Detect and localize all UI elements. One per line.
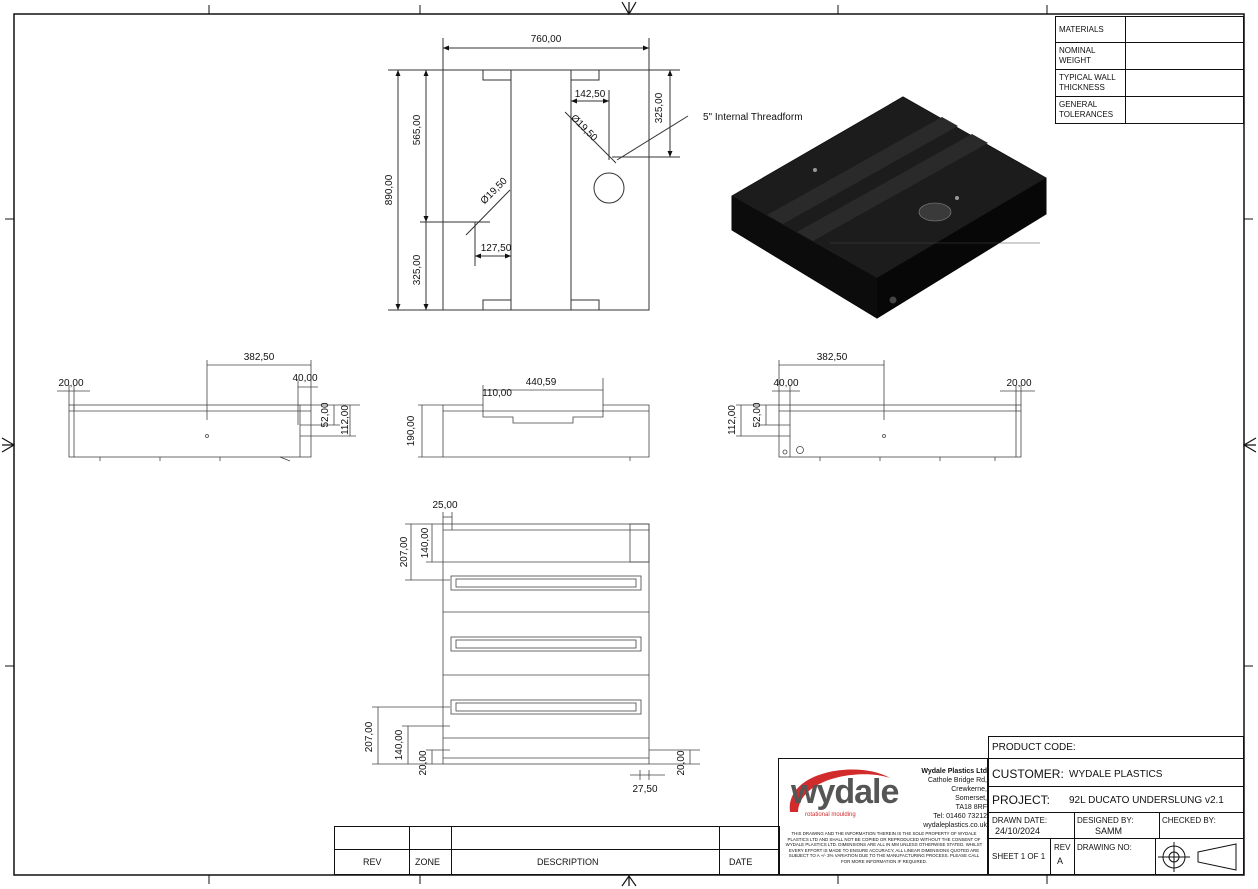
customer-label: CUSTOMER: (992, 767, 1064, 781)
designed-by-value: SAMM (1095, 826, 1122, 836)
revision-table: REV ZONE DESCRIPTION DATE (334, 826, 780, 875)
company-logo: wydale (791, 773, 899, 811)
description-column-header: DESCRIPTION (537, 857, 599, 867)
side-view-right (736, 360, 1035, 461)
bottom-view (372, 512, 700, 780)
address-line-3: Somerset, (955, 795, 987, 802)
side-left-dim-40: 40,00 (292, 373, 317, 384)
side-right-dim-382: 382,50 (817, 352, 848, 363)
checked-by-label: CHECKED BY: (1162, 816, 1216, 825)
side-left-dim-52: 52,00 (320, 402, 331, 427)
front-view (388, 38, 689, 311)
end-dim-110: 110,00 (482, 388, 512, 399)
address-line-2: Crewkerne, (951, 786, 987, 793)
dim-565: 565,00 (412, 114, 423, 145)
date-column-header: DATE (729, 857, 753, 867)
bottom-dim-140-bottom: 140,00 (394, 729, 405, 760)
bottom-dim-140-top: 140,00 (420, 527, 431, 558)
isometric-view (731, 96, 1047, 319)
spec-row-wall: TYPICAL WALL THICKNESS (1055, 69, 1126, 97)
side-left-dim-20: 20,00 (58, 378, 83, 389)
bottom-dim-27: 27,50 (632, 784, 657, 795)
bottom-dim-207-bottom: 207,00 (364, 721, 375, 752)
bottom-dim-207-top: 207,00 (399, 536, 410, 567)
wydale-logo-swoosh (789, 769, 890, 812)
spec-value-materials (1125, 16, 1244, 43)
spec-table: MATERIALS NOMINAL WEIGHT TYPICAL WALL TH… (1055, 16, 1244, 124)
dim-142: 142,50 (575, 89, 606, 100)
front-view-arrows (395, 45, 673, 310)
spec-value-weight (1125, 42, 1244, 70)
side-left-dim-112: 112,00 (340, 405, 351, 435)
disclaimer: THIS DRAWING AND THE INFORMATION THEREIN… (785, 831, 983, 864)
side-right-dim-52: 52,00 (752, 402, 763, 427)
projection-symbol-icon (1158, 842, 1237, 872)
rev-value: A (1057, 856, 1064, 866)
company-name: Wydale Plastics Ltd (921, 768, 987, 775)
side-right-dim-20: 20,00 (1006, 378, 1031, 389)
dim-325-left: 325,00 (412, 254, 423, 285)
bottom-dim-25: 25,00 (432, 500, 457, 511)
drawing-no-label: DRAWING NO: (1077, 843, 1132, 852)
side-view-left (57, 360, 360, 462)
customer-value: WYDALE PLASTICS (1069, 769, 1163, 780)
drawn-date-label: DRAWN DATE: (992, 816, 1048, 825)
rev-label: REV (1054, 843, 1071, 852)
company-block: wydale rotational moulding Wydale Plasti… (778, 758, 988, 875)
postcode: TA18 8RF (955, 804, 987, 811)
end-dim-190: 190,00 (406, 415, 417, 446)
company-logo-tagline: rotational moulding (805, 812, 856, 818)
spec-value-tolerances (1125, 96, 1244, 124)
end-view (418, 378, 650, 461)
rev-column-header: REV (363, 857, 382, 867)
address-line-1: Cathole Bridge Rd, (927, 777, 987, 784)
dim-760: 760,00 (531, 34, 562, 45)
sheet-number: SHEET 1 OF 1 (992, 852, 1046, 861)
spec-row-weight: NOMINAL WEIGHT (1055, 42, 1126, 70)
drawn-date-value: 24/10/2024 (995, 826, 1041, 836)
bottom-dim-20-left: 20,00 (418, 750, 429, 775)
designed-by-label: DESIGNED BY: (1077, 816, 1134, 825)
zone-column-header: ZONE (415, 857, 441, 867)
dim-dia-2: Ø19,50 (479, 175, 510, 206)
dim-127: 127,50 (481, 243, 512, 254)
thread-note: 5" Internal Threadform (703, 112, 803, 123)
project-value: 92L DUCATO UNDERSLUNG v2.1 (1069, 795, 1224, 806)
dim-890: 890,00 (384, 174, 395, 205)
spec-row-materials: MATERIALS (1055, 16, 1126, 43)
end-dim-440: 440,59 (526, 377, 557, 388)
side-right-dim-112: 112,00 (727, 405, 738, 435)
website: wydaleplastics.co.uk (923, 822, 987, 829)
project-label: PROJECT: (992, 793, 1051, 807)
side-right-dim-40: 40,00 (773, 378, 798, 389)
spec-row-tolerances: GENERAL TOLERANCES (1055, 96, 1126, 124)
dim-325-right: 325,00 (654, 92, 665, 123)
title-block: PRODUCT CODE: CUSTOMER: WYDALE PLASTICS … (988, 736, 1244, 875)
company-address: Wydale Plastics Ltd Cathole Bridge Rd, C… (899, 767, 987, 830)
telephone: Tel: 01460 73212 (933, 813, 987, 820)
bottom-dim-20-right: 20,00 (676, 750, 687, 775)
dim-dia-1: Ø19,50 (568, 113, 599, 144)
side-left-dim-382: 382,50 (244, 352, 275, 363)
product-code-label: PRODUCT CODE: (992, 742, 1076, 753)
spec-value-wall (1125, 69, 1244, 97)
